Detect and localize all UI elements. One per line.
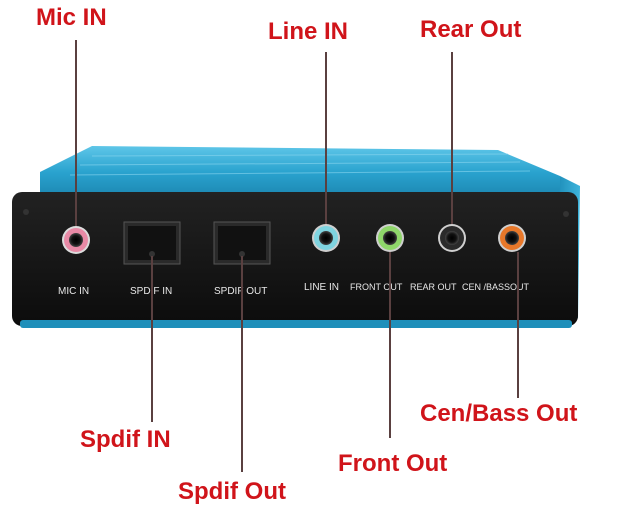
callout-front-out: Front Out (338, 450, 448, 477)
mic-in-jack (62, 226, 90, 254)
front-panel (12, 192, 578, 326)
case-ridges (69, 153, 531, 176)
callout-line-in: Line IN (268, 18, 349, 45)
case-top (40, 146, 560, 198)
panel-label-line-in: LINE IN (304, 282, 339, 293)
cen-bass-out-jack (498, 224, 526, 252)
leader-lines (75, 40, 519, 472)
callout-spdif-out: Spdif Out (178, 478, 286, 505)
panel-label-rear-out: REAR OUT (410, 282, 457, 292)
screw-right (563, 211, 569, 217)
callout-spdif-in: Spdif IN (80, 426, 171, 453)
callout-mic-in: Mic IN (36, 4, 107, 31)
line-in-jack (312, 224, 340, 252)
callout-rear-out: Rear Out (420, 16, 522, 43)
rear-out-jack (438, 224, 466, 252)
panel-label-spdif-out: SPDIF OUT (214, 286, 267, 297)
panel-label-mic-in: MIC IN (58, 286, 89, 297)
case-bottom (20, 320, 572, 328)
callout-cen-bass-out: Cen/Bass Out (420, 400, 578, 427)
front-out-jack (376, 224, 404, 252)
panel-label-cen-bass-out: CEN /BASSOUT (462, 282, 530, 292)
panel-label-front-out: FRONT OUT (350, 282, 403, 292)
screw-left (23, 209, 29, 215)
